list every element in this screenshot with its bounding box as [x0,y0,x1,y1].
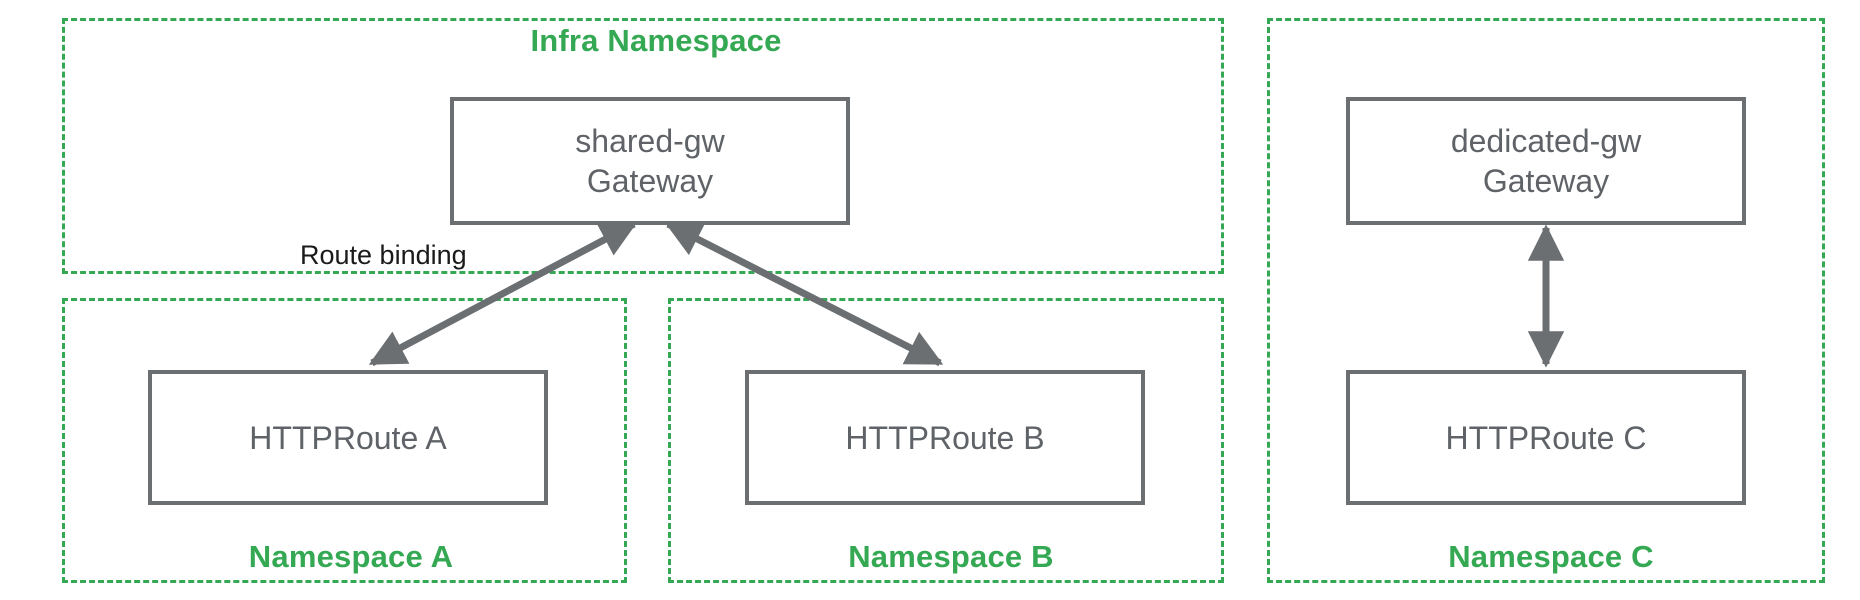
resource-label-route-a: HTTPRoute A [249,419,447,456]
namespace-label-b: Namespace B [700,539,1202,575]
resource-box-dedicated-gw[interactable]: dedicated-gw Gateway [1346,97,1746,225]
namespace-label-c: Namespace C [1300,539,1802,575]
namespace-region-infra [62,18,1224,274]
namespace-region-b [668,298,1224,583]
resource-box-route-b[interactable]: HTTPRoute B [745,370,1145,505]
resource-label-route-c: HTTPRoute C [1445,419,1647,456]
resource-label-dedicated-gw: dedicated-gw Gateway [1450,123,1642,199]
namespace-label-infra: Infra Namespace [405,23,907,59]
resource-box-route-a[interactable]: HTTPRoute A [148,370,548,505]
connection-route-a-to-shared-gw [368,220,638,367]
edge-label-route-binding: Route binding [296,240,471,271]
namespace-label-a: Namespace A [100,539,602,575]
resource-box-shared-gw[interactable]: shared-gw Gateway [450,97,850,225]
namespace-region-a [62,298,627,583]
resource-box-route-c[interactable]: HTTPRoute C [1346,370,1746,505]
connection-route-b-to-shared-gw [664,220,944,367]
resource-label-shared-gw: shared-gw Gateway [575,123,725,199]
namespace-region-c [1267,18,1825,583]
resource-label-route-b: HTTPRoute B [845,419,1045,456]
